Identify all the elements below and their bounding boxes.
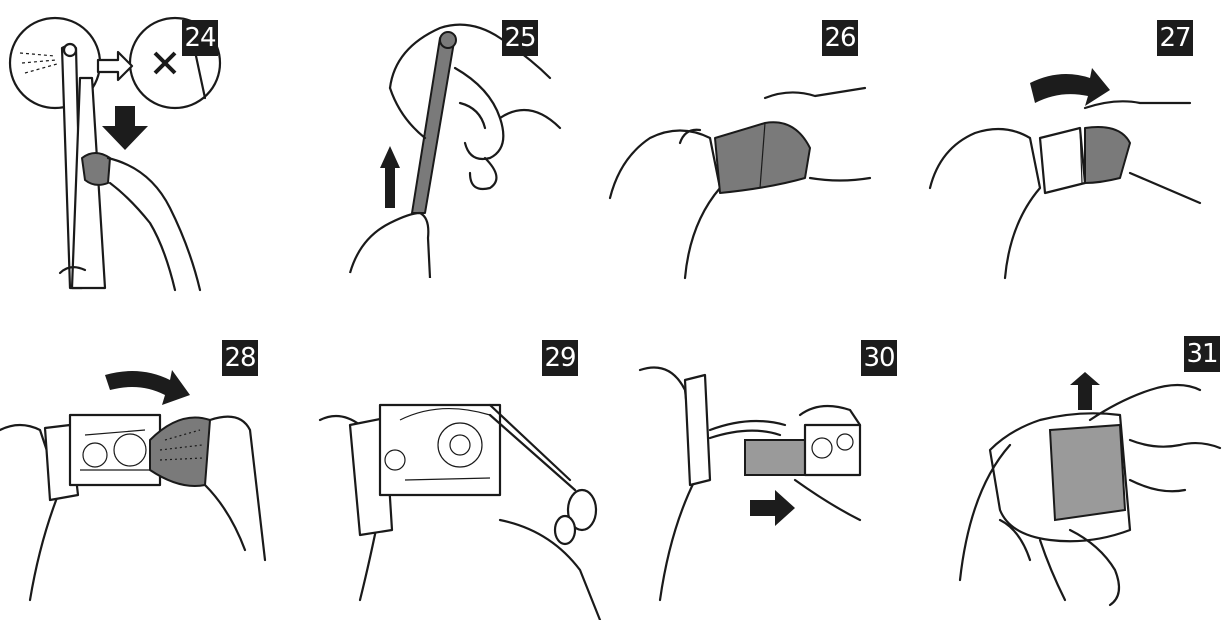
brush-shaft-gray (411, 35, 456, 214)
step-28-illustration (0, 370, 267, 602)
step-30-panel: 30 (610, 330, 900, 620)
step-25-panel: 25 (320, 8, 610, 298)
step-30-number: 30 (861, 340, 897, 376)
curved-arrow-icon (105, 370, 190, 405)
step-27-panel: 27 (928, 8, 1220, 298)
step-27-number: 27 (1157, 20, 1193, 56)
right-arrow-icon (750, 490, 795, 526)
step-26-illustration (608, 86, 872, 280)
up-arrow-icon (1070, 372, 1100, 410)
right-arrow-icon (96, 50, 134, 82)
wires (708, 419, 787, 440)
step-30-illustration (638, 366, 862, 602)
brush-head-gray (81, 152, 111, 186)
down-arrow-icon (102, 106, 148, 150)
step-28-panel: 28 (0, 330, 290, 620)
step-24-panel: 24 (0, 8, 290, 298)
step-31-number: 31 (1184, 336, 1220, 372)
step-27-illustration (928, 68, 1202, 280)
cover-gray (149, 416, 211, 487)
scissor-blades (488, 403, 577, 492)
scissor-handle (566, 488, 598, 532)
step-25-illustration (348, 23, 562, 279)
handle-body (348, 211, 432, 279)
step-26-panel: 26 (608, 8, 900, 298)
curved-arrow-icon (1030, 68, 1110, 106)
step-28-number: 28 (222, 340, 258, 376)
step-29-illustration (318, 403, 602, 620)
step-31-illustration (958, 372, 1222, 607)
up-arrow-icon (380, 146, 400, 208)
step-26-number: 26 (822, 20, 858, 56)
step-25-number: 25 (502, 20, 538, 56)
step-29-number: 29 (542, 340, 578, 376)
step-24-illustration (8, 16, 222, 292)
step-29-panel: 29 (318, 330, 610, 620)
cover-gray (1084, 126, 1131, 184)
cross-icon (153, 51, 177, 75)
step-24-number: 24 (182, 20, 218, 56)
step-31-panel: 31 (930, 330, 1222, 620)
